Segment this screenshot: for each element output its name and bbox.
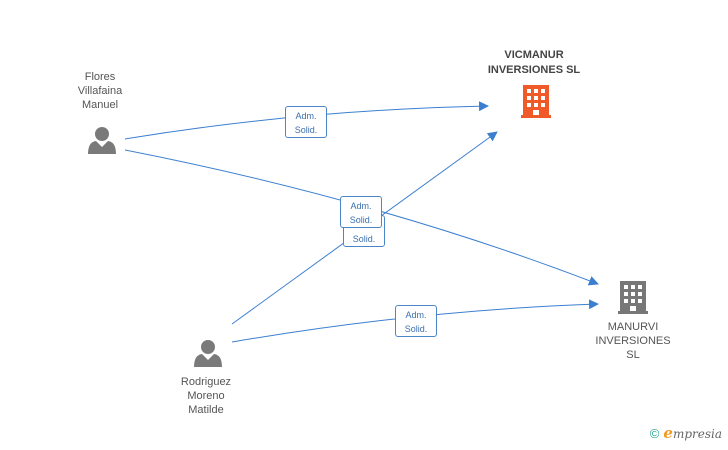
name-line: Flores xyxy=(84,71,116,83)
name-line: INVERSIONES SL xyxy=(487,64,581,76)
name-line: MANURVI xyxy=(607,321,659,333)
brand-footer: ©empresia xyxy=(650,424,722,442)
building-icon[interactable] xyxy=(521,85,551,118)
edge-label-line: Adm. xyxy=(405,310,427,320)
edge-label[interactable]: Adm. Solid. xyxy=(340,196,382,228)
name-line: Rodriguez xyxy=(180,376,232,388)
name-line: SL xyxy=(626,349,640,361)
company-label-manurvi[interactable]: MANURVI INVERSIONES SL xyxy=(590,320,676,362)
copyright-icon: © xyxy=(649,426,660,441)
brand-logo-text: mpresia xyxy=(672,427,722,441)
person-icon[interactable] xyxy=(88,127,116,154)
edge-label-line: Solid. xyxy=(352,234,376,244)
edge-label-line: Adm. xyxy=(350,201,372,211)
edge-label[interactable]: Adm. Solid. xyxy=(285,106,327,138)
person-label-flores[interactable]: Flores Villafaina Manuel xyxy=(60,70,140,112)
person-label-rodriguez[interactable]: Rodriguez Moreno Matilde xyxy=(166,375,246,417)
name-line: Moreno xyxy=(187,390,225,402)
name-line: Villafaina xyxy=(77,85,123,97)
company-label-vicmanur[interactable]: VICMANUR INVERSIONES SL xyxy=(474,48,594,78)
edge-label-line: Solid. xyxy=(404,324,428,334)
edge-label[interactable]: Adm. Solid. xyxy=(395,305,437,337)
person-icon[interactable] xyxy=(194,340,222,367)
building-icon[interactable] xyxy=(618,281,648,314)
name-line: VICMANUR xyxy=(504,49,564,61)
edge-label-line: Solid. xyxy=(294,125,318,135)
edge-label-line: Adm. xyxy=(295,111,317,121)
name-line: INVERSIONES xyxy=(595,335,671,347)
edge-label-line: Solid. xyxy=(349,215,373,225)
name-line: Manuel xyxy=(81,99,119,111)
brand-logo-e: e xyxy=(663,424,673,442)
name-line: Matilde xyxy=(188,404,224,416)
